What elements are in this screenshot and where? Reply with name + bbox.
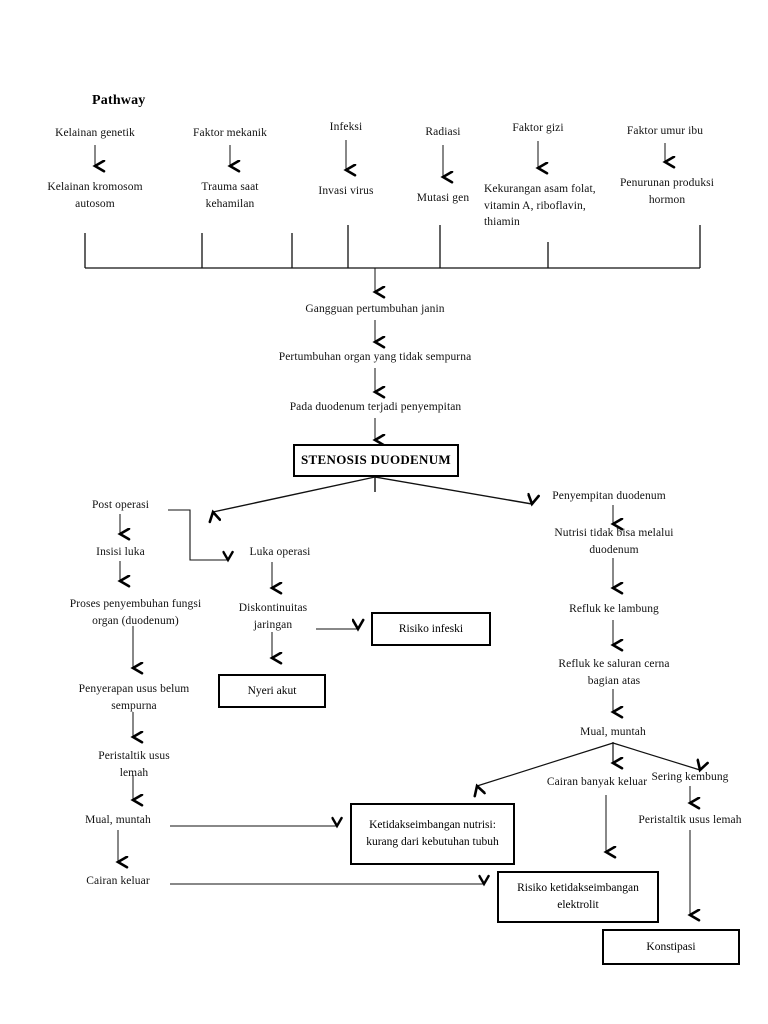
etiology-header: Faktor gizi [512,122,564,134]
middle-branch-step: Diskontinuitas jaringan [238,602,308,631]
main-chain-step: Pertumbuhan organ yang tidak sempurna [278,351,472,363]
etiology-header: Infeksi [329,121,363,133]
outcome-box-risiko-elektrolit: Risiko ketidakseimbangan elektrolit [497,871,659,923]
left-branch-step: Peristaltik usus lemah [98,750,170,779]
left-branch-step: Mual, muntah [85,814,151,826]
right-branch-step: Cairan banyak keluar [546,776,648,788]
etiology-effect: Kelainan kromosom autosom [47,181,143,210]
etiology-header: Faktor mekanik [193,127,267,139]
right-branch-step: Penyempitan duodenum [552,490,666,502]
etiology-header: Radiasi [425,126,461,138]
right-branch-step: Mual, muntah [580,726,646,738]
page-title: Pathway [92,93,146,108]
right-branch-step: Refluk ke lambung [569,603,659,615]
right-branch-step: Refluk ke saluran cerna bagian atas [558,658,670,687]
etiology-effect: Mutasi gen [416,192,470,204]
etiology-header: Kelainan genetik [55,127,135,139]
outcome-box-risiko-infeksi: Risiko infeski [371,612,491,646]
etiology-header: Faktor umur ibu [626,125,704,137]
etiology-effect: Invasi virus [318,185,374,197]
left-branch-step: Penyerapan usus belum sempurna [78,683,190,712]
outcome-box-ketidakseimbangan-nutrisi: Ketidakseimbangan nutrisi: kurang dari k… [350,803,515,865]
left-branch-step: Proses penyembuhan fungsi organ (duodenu… [69,598,202,627]
main-chain-step: Pada duodenum terjadi penyempitan [289,401,462,413]
right-branch-step: Nutrisi tidak bisa melalui duodenum [554,527,674,556]
middle-branch-step: Luka operasi [249,546,311,558]
right-branch-step: Peristaltik usus lemah [638,814,742,826]
etiology-effect: Kekurangan asam folat, vitamin A, ribofl… [484,183,596,229]
outcome-box-konstipasi: Konstipasi [602,929,740,965]
central-diagnosis-box: STENOSIS DUODENUM [293,444,459,477]
right-branch-step: Sering kembung [651,771,729,783]
etiology-effect: Trauma saat kehamilan [201,181,259,210]
left-branch-step: Cairan keluar [86,875,150,887]
etiology-effect: Penurunan produksi hormon [619,177,715,206]
main-chain-step: Gangguan pertumbuhan janin [305,303,445,315]
left-branch-step: Insisi luka [96,546,145,558]
left-branch-step: Post operasi [91,499,150,511]
outcome-box-nyeri-akut: Nyeri akut [218,674,326,708]
